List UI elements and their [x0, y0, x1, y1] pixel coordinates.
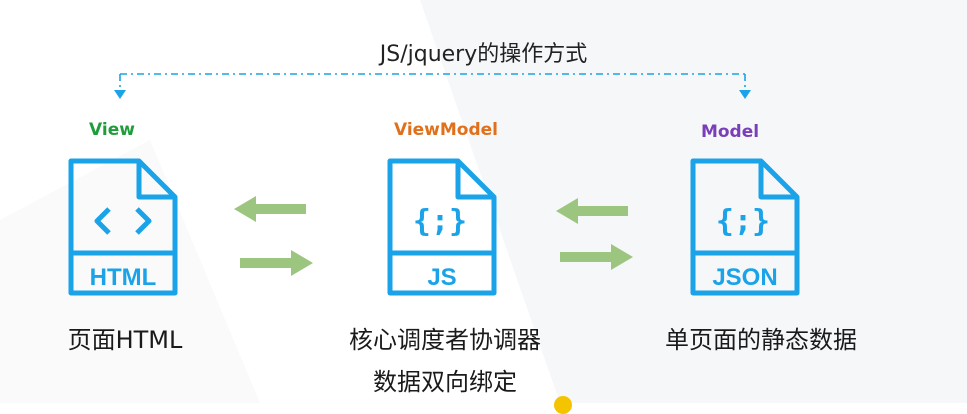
arrowhead-down-right: [739, 90, 751, 99]
dashed-connector: [114, 73, 751, 99]
label-view: View: [89, 120, 135, 140]
caption-model: 单页面的静态数据: [665, 326, 857, 354]
arrow-right-2: [560, 244, 633, 270]
arrowhead-down-left: [114, 90, 126, 99]
label-model: Model: [700, 122, 760, 142]
html-file-icon: HTML: [68, 158, 178, 296]
label-viewmodel: ViewModel: [393, 120, 499, 140]
json-icon-text: JSON: [712, 264, 777, 291]
arrow-right-1: [240, 250, 313, 276]
diagram-title: JS/jquery的操作方式: [379, 42, 588, 67]
accent-dot: [554, 396, 572, 414]
arrow-left-1: [234, 196, 306, 222]
caption-view: 页面HTML: [67, 326, 183, 354]
js-file-icon: {;} JS: [387, 158, 497, 296]
caption-viewmodel-line1: 核心调度者协调器: [349, 326, 541, 354]
arrow-left-2: [556, 198, 628, 224]
json-icon-glyph: {;}: [716, 204, 770, 239]
html-icon-text: HTML: [90, 264, 157, 291]
json-file-icon: {;} JSON: [690, 158, 800, 296]
caption-viewmodel-line2: 数据双向绑定: [373, 368, 517, 396]
js-icon-glyph: {;}: [413, 204, 467, 239]
js-icon-text: JS: [427, 264, 456, 291]
